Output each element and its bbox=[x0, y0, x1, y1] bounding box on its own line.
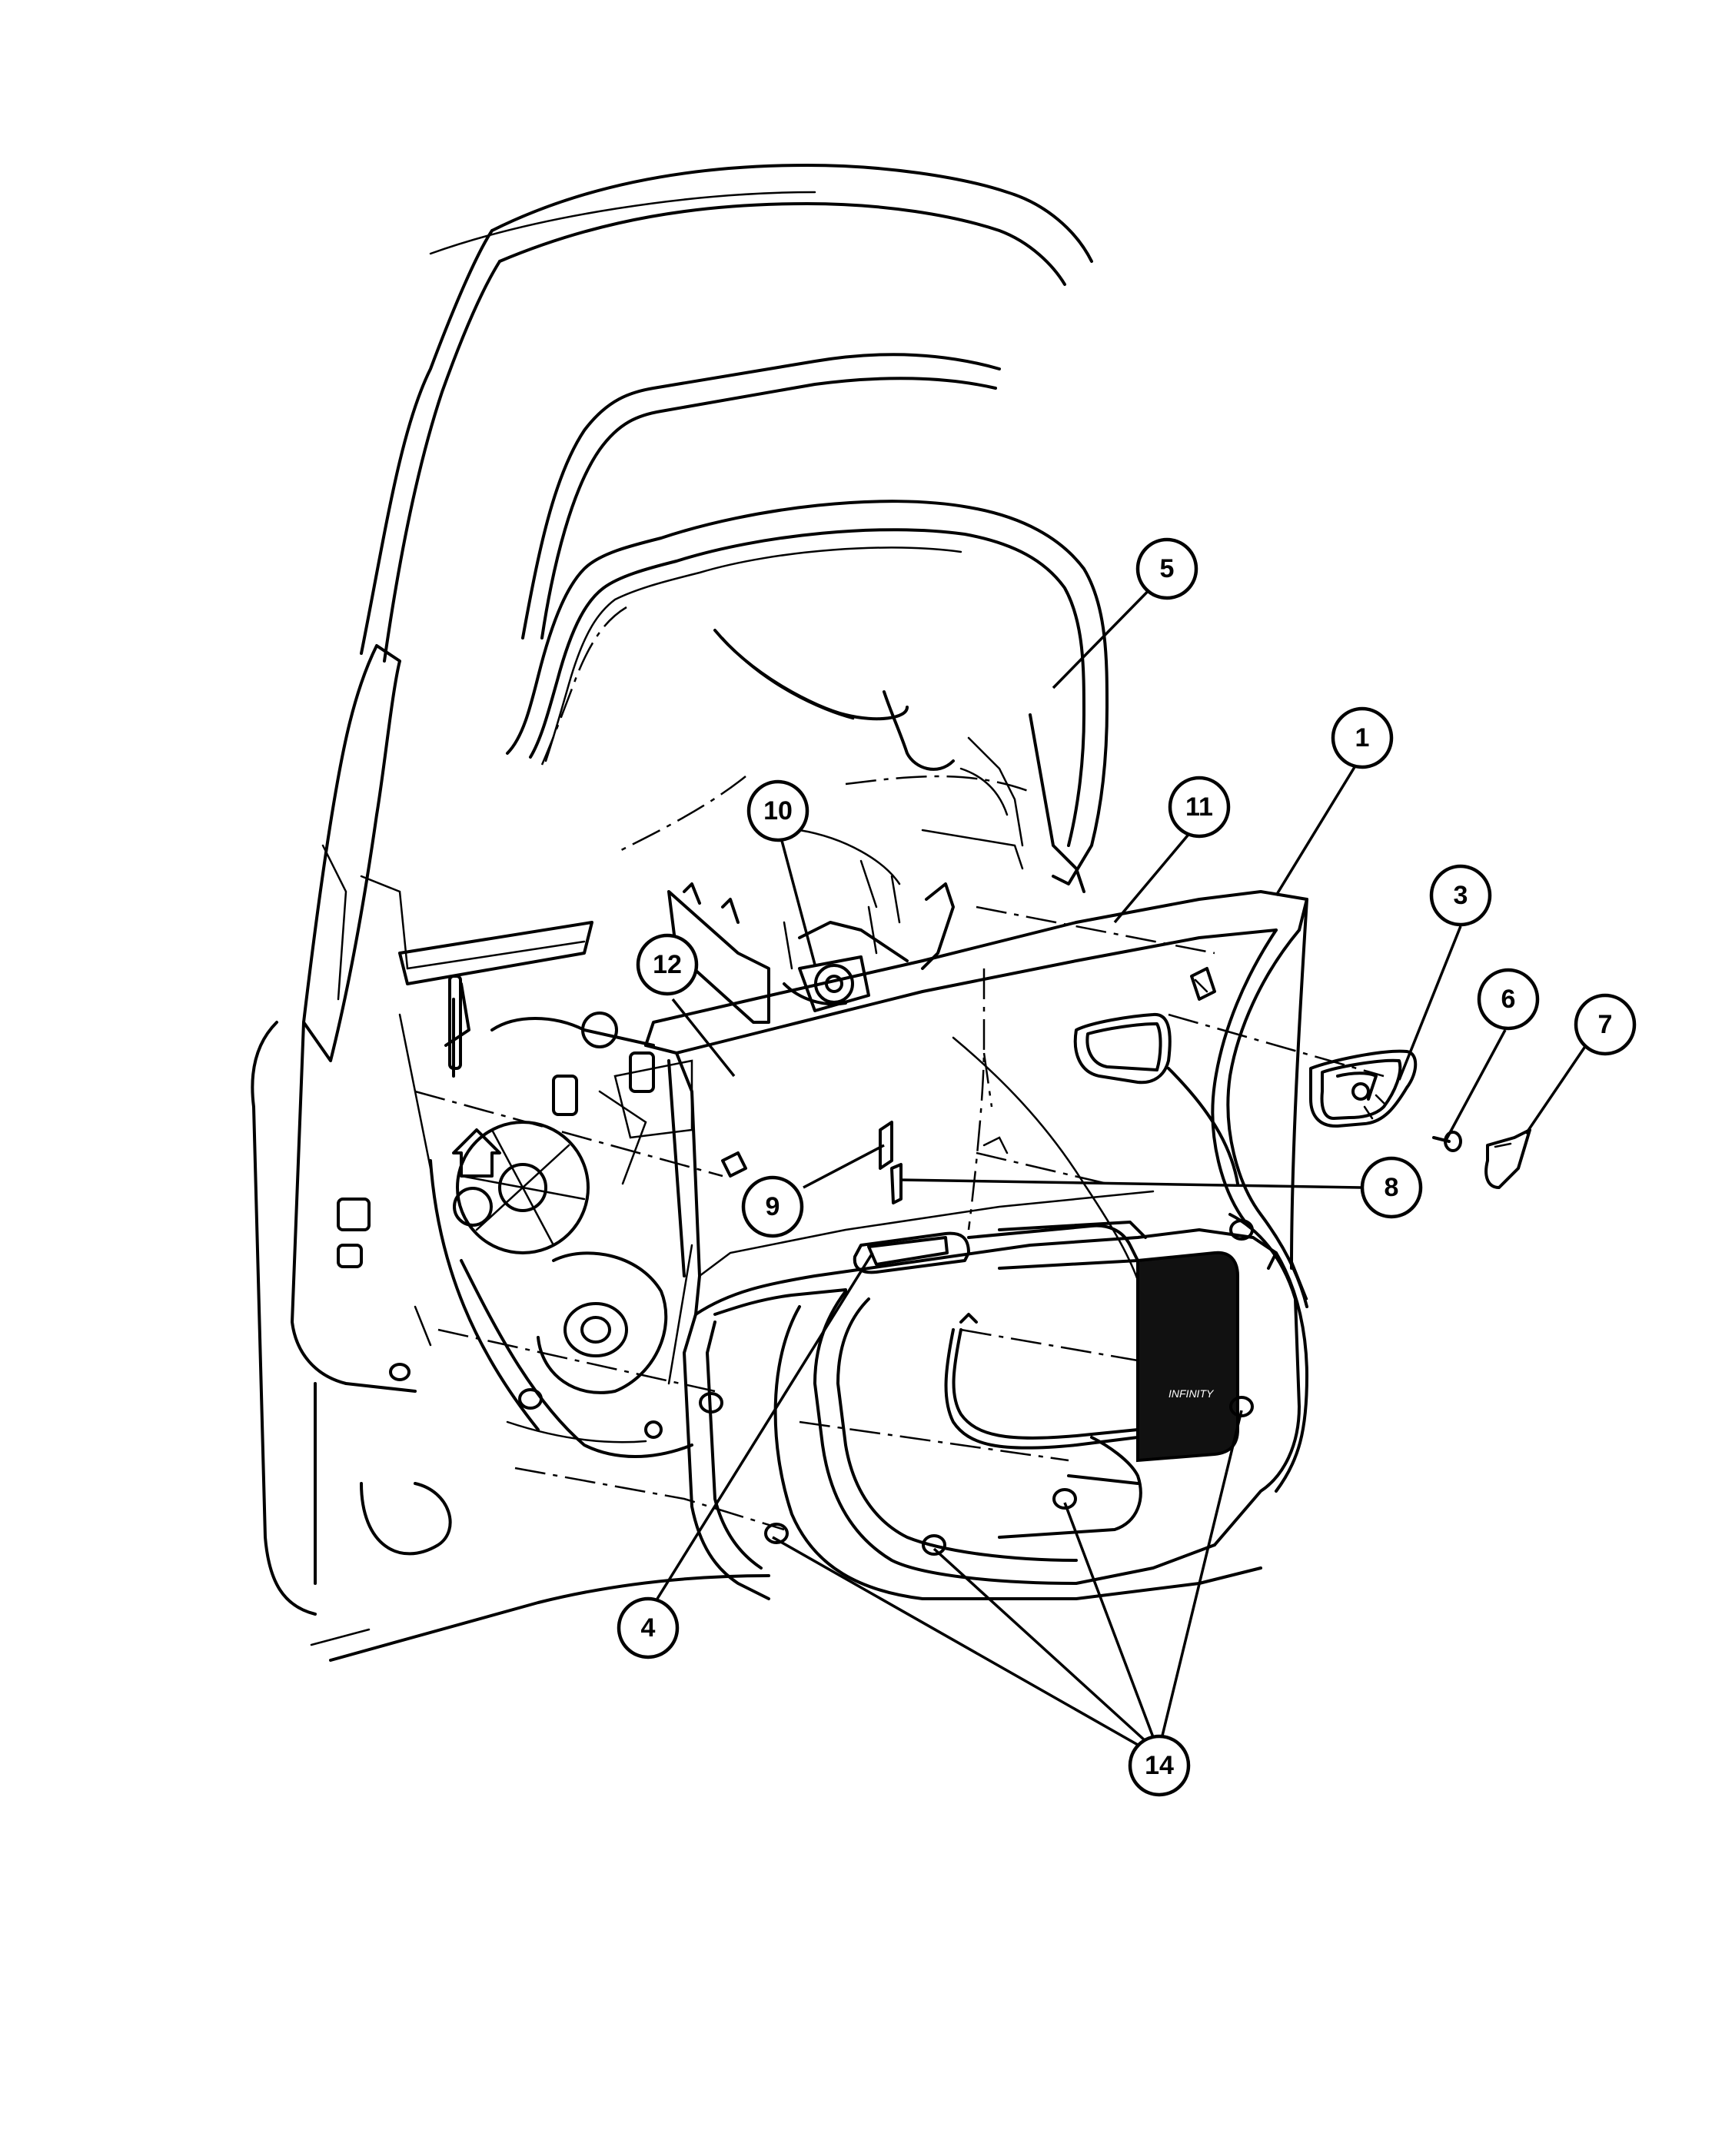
leader-14b bbox=[932, 1547, 1147, 1742]
callout-10-label: 10 bbox=[763, 796, 793, 826]
callout-5-label: 5 bbox=[1160, 554, 1175, 583]
callout-7-label: 7 bbox=[1598, 1010, 1613, 1039]
leader-14c bbox=[1063, 1502, 1155, 1738]
callout-11-label: 11 bbox=[1185, 792, 1213, 822]
leader-11 bbox=[1113, 825, 1197, 924]
leader-4 bbox=[656, 1252, 874, 1600]
callout-14-label: 14 bbox=[1145, 1751, 1174, 1780]
callout-1-label: 1 bbox=[1355, 723, 1370, 752]
leader-9 bbox=[803, 1144, 885, 1189]
callout-12: 12 bbox=[636, 933, 699, 996]
callout-5: 5 bbox=[1135, 537, 1198, 600]
callout-14: 14 bbox=[1128, 1734, 1191, 1797]
leader-8 bbox=[899, 1178, 1361, 1189]
leader-6 bbox=[1444, 1029, 1507, 1142]
callout-9: 9 bbox=[741, 1175, 804, 1238]
callout-10: 10 bbox=[746, 779, 809, 842]
callout-8-label: 8 bbox=[1385, 1173, 1399, 1202]
callout-7: 7 bbox=[1574, 993, 1637, 1056]
leader-12 bbox=[671, 998, 736, 1078]
leader-14a bbox=[772, 1536, 1139, 1746]
speaker-badge-text: INFINITY bbox=[1168, 1387, 1215, 1400]
belt-molding-seal bbox=[506, 500, 1109, 1024]
leader-1 bbox=[1275, 756, 1362, 896]
callout-4-label: 4 bbox=[641, 1613, 656, 1643]
leader-14d bbox=[1161, 1410, 1243, 1736]
callout-3: 3 bbox=[1429, 864, 1492, 927]
callout-8: 8 bbox=[1360, 1156, 1423, 1219]
callout-1: 1 bbox=[1331, 706, 1394, 769]
inside-handle-bezel bbox=[1309, 1049, 1418, 1128]
callouts: 5 1 11 10 3 12 6 7 bbox=[617, 537, 1637, 1797]
leader-5 bbox=[1052, 575, 1164, 689]
callout-4: 4 bbox=[617, 1596, 680, 1659]
leader-10 bbox=[776, 826, 816, 965]
screw-and-cover bbox=[1432, 1128, 1531, 1189]
callout-6: 6 bbox=[1477, 968, 1540, 1031]
callout-12-label: 12 bbox=[653, 950, 682, 979]
leader-3 bbox=[1398, 925, 1462, 1081]
callout-11: 11 bbox=[1168, 776, 1231, 839]
callout-6-label: 6 bbox=[1501, 985, 1516, 1014]
callout-9-label: 9 bbox=[766, 1192, 780, 1221]
leader-lines bbox=[656, 575, 1602, 1746]
door-trim-panel: INFINITY bbox=[414, 890, 1385, 1600]
callout-3-label: 3 bbox=[1454, 881, 1468, 910]
door-frame bbox=[251, 164, 1093, 1662]
